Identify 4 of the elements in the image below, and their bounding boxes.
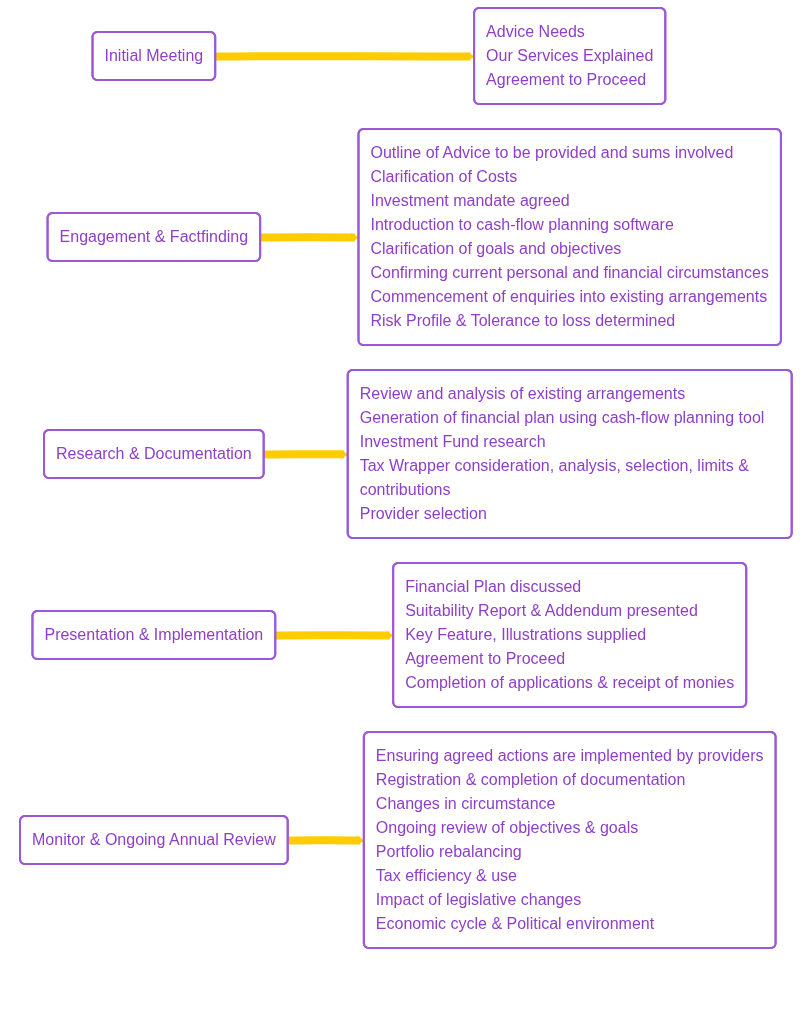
arrow — [215, 52, 475, 61]
arrow — [287, 836, 365, 845]
arrow — [263, 449, 349, 459]
arrow — [275, 631, 394, 640]
